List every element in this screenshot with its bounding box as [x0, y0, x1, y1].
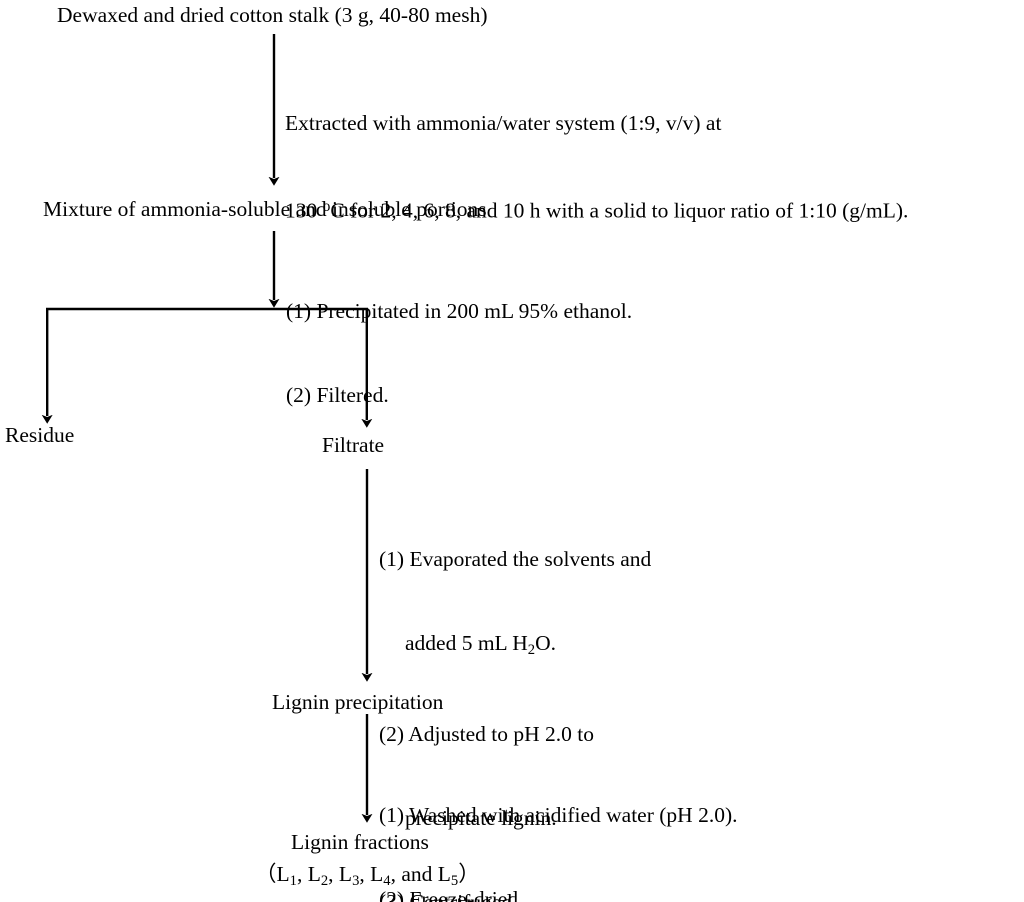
node-lignin-fractions: Lignin fractions [291, 830, 429, 854]
fraction-subscript: 1 [289, 873, 297, 890]
fraction-separator: , [328, 862, 339, 886]
fraction-subscript: 2 [320, 873, 329, 890]
step-evaporation: (1) Evaporated the solvents and added 5 … [379, 489, 651, 902]
node-mixture: Mixture of ammonia-soluble and insoluble… [43, 197, 487, 221]
fraction-separator: , and [390, 862, 438, 886]
fraction-separator: , [359, 862, 371, 886]
step-evaporation-item-1-line-2: added 5 mL H2O. [379, 629, 651, 664]
step-precipitation-item-1: (1) Precipitated in 200 mL 95% ethanol. [286, 299, 633, 323]
step-evaporation-water-post: O. [535, 631, 557, 655]
fraction-label: L5 [437, 862, 459, 890]
paren-close: ） [458, 862, 480, 886]
step-extraction-line-1: Extracted with ammonia/water system (1:9… [285, 111, 722, 135]
fraction-label: L3 [338, 862, 360, 890]
fraction-label: L4 [370, 862, 391, 890]
fraction-label: L2 [307, 862, 329, 890]
fraction-subscript: 3 [352, 873, 360, 890]
node-filtrate: Filtrate [322, 433, 385, 457]
step-precipitation-item-2: (2) Filtered. [286, 383, 389, 407]
step-extraction: Extracted with ammonia/water system (1:9… [285, 53, 908, 281]
node-start: Dewaxed and dried cotton stalk (3 g, 40-… [57, 3, 488, 27]
subscript-two: 2 [527, 642, 536, 659]
step-evaporation-water-pre: added 5 mL H [405, 631, 528, 655]
step-evaporation-item-2-line-1: (2) Adjusted to pH 2.0 to [379, 722, 594, 747]
fraction-subscript: 5 [450, 873, 459, 890]
step-precipitation: (1) Precipitated in 200 mL 95% ethanol. … [286, 241, 632, 465]
node-residue: Residue [5, 423, 75, 447]
node-lignin-precipitation: Lignin precipitation [272, 690, 444, 714]
fraction-separator: , [296, 862, 308, 886]
degree-symbol-icon: o [322, 198, 331, 215]
step-evaporation-item-3: (3) Centrifuged. [379, 888, 651, 902]
step-evaporation-item-2-line-2: precipitate lignin. [405, 806, 557, 831]
node-lignin-fractions-list: （L1, L2, L3, L4, and L5） [255, 861, 480, 895]
step-washing-item-1: (1) Washed with acidified water (pH 2.0)… [379, 803, 738, 827]
paren-open: （ [255, 862, 277, 886]
step-extraction-rest: C for 2, 4, 6, 8, and 10 h with a solid … [330, 198, 909, 223]
step-extraction-line-2: 130 oC for 2, 4, 6, 8, and 10 h with a s… [285, 193, 908, 225]
step-washing-item-2: (2) Freeze-dried. [379, 887, 524, 902]
fraction-label: L1 [276, 862, 297, 890]
step-extraction-temp: 130 [285, 198, 323, 223]
fraction-subscript: 4 [383, 873, 391, 890]
step-washing: (1) Washed with acidified water (pH 2.0)… [379, 745, 737, 902]
step-evaporation-item-1-line-1: (1) Evaporated the solvents and [379, 547, 652, 571]
